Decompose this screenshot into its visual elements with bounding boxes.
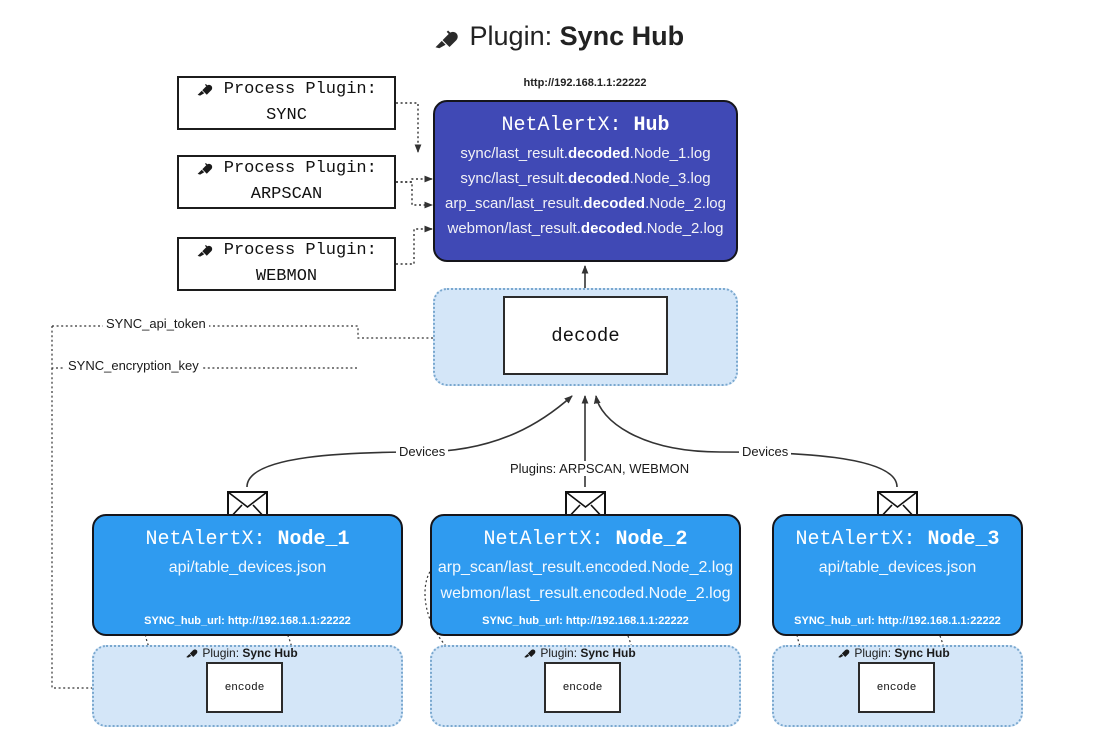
node-title: NetAlertX: Node_3 — [795, 525, 999, 555]
encode-plugin-prefix: Plugin: — [540, 646, 581, 660]
edge-webmon-to-hub — [396, 225, 433, 265]
plug-icon — [196, 160, 223, 178]
node-title-name: Node_2 — [615, 528, 688, 551]
logline-post: .Node_1.log — [629, 145, 711, 162]
hub-title-prefix: NetAlertX: — [501, 114, 634, 137]
node-title-prefix: NetAlertX: — [483, 528, 616, 551]
node-line: webmon/last_result.encoded.Node_2.log — [440, 585, 731, 602]
node-footer: SYNC_hub_url: http://192.168.1.1:22222 — [482, 615, 689, 627]
encode-plugin-label-node-1: Plugin: Sync Hub — [185, 646, 298, 660]
node-footer: SYNC_hub_url: http://192.168.1.1:22222 — [794, 615, 1001, 627]
encode-container-node-1 — [92, 645, 403, 727]
process-plugin-line1: Process Plugin: — [223, 159, 377, 178]
node-line: api/table_devices.json — [168, 559, 327, 576]
logline-mid: decoded — [580, 220, 643, 237]
plug-icon — [185, 646, 201, 660]
node-line: arp_scan/last_result.encoded.Node_2.log — [437, 559, 734, 576]
hub-title: NetAlertX: Hub — [435, 111, 736, 141]
decode-box[interactable]: decode — [503, 296, 668, 375]
logline-pre: webmon/last_result. — [447, 220, 581, 237]
logline-pre: sync/last_result. — [460, 170, 568, 187]
plug-icon — [837, 646, 853, 660]
logline-pre: arp_scan/last_result. — [445, 195, 584, 212]
logline-post: .Node_2.log — [642, 220, 724, 237]
hub-logline: sync/last_result.decoded.Node_1.log — [435, 141, 736, 166]
plug-icon — [433, 25, 466, 52]
encode-plugin-name: Sync Hub — [894, 646, 950, 660]
encode-box-node-1[interactable]: encode — [206, 662, 283, 713]
hub-logline: sync/last_result.decoded.Node_3.log — [435, 166, 736, 191]
logline-mid: decoded — [583, 195, 646, 212]
secret-label-encryption-key: SYNC_encryption_key — [65, 358, 202, 373]
node-box-node-3[interactable]: NetAlertX: Node_3 api/table_devices.json… — [772, 514, 1023, 636]
hub-title-name: Hub — [633, 114, 670, 137]
encode-box-node-2[interactable]: encode — [544, 662, 621, 713]
hub-logline: webmon/last_result.decoded.Node_2.log — [435, 216, 736, 241]
encode-label: encode — [224, 681, 265, 694]
process-plugin-line2: ARPSCAN — [250, 185, 323, 204]
encode-plugin-label-node-3: Plugin: Sync Hub — [837, 646, 950, 660]
logline-pre: sync/last_result. — [460, 145, 568, 162]
encode-plugin-prefix: Plugin: — [854, 646, 895, 660]
encode-plugin-prefix: Plugin: — [202, 646, 243, 660]
hub-url-label: http://192.168.1.1:22222 — [523, 77, 647, 89]
edge-label-devices-right: Devices — [739, 444, 792, 459]
edge-label-plugins-center: Plugins: ARPSCAN, WEBMON — [507, 461, 693, 476]
node-title-prefix: NetAlertX: — [145, 528, 278, 551]
process-plugin-box-sync[interactable]: Process Plugin: SYNC — [177, 76, 396, 130]
secret-label-api-token: SYNC_api_token — [103, 316, 209, 331]
process-plugin-line1: Process Plugin: — [223, 241, 377, 260]
node-title-name: Node_3 — [927, 528, 1000, 551]
encode-label: encode — [562, 681, 603, 694]
node-box-node-1[interactable]: NetAlertX: Node_1 api/table_devices.json… — [92, 514, 403, 636]
process-plugin-line1: Process Plugin: — [223, 80, 377, 99]
edge-arpscan-to-hub — [396, 175, 433, 183]
encode-label: encode — [876, 681, 917, 694]
logline-mid: decoded — [567, 170, 630, 187]
plug-icon — [523, 646, 539, 660]
encode-plugin-label-node-2: Plugin: Sync Hub — [523, 646, 636, 660]
node-title-prefix: NetAlertX: — [795, 528, 928, 551]
encode-plugin-name: Sync Hub — [580, 646, 636, 660]
page-title-prefix: Plugin: — [469, 21, 560, 51]
page-title-name: Sync Hub — [559, 21, 685, 51]
node-title-name: Node_1 — [277, 528, 350, 551]
process-plugin-line2: WEBMON — [255, 267, 318, 286]
hub-logline: arp_scan/last_result.decoded.Node_2.log — [435, 191, 736, 216]
process-plugin-box-arpscan[interactable]: Process Plugin: ARPSCAN — [177, 155, 396, 209]
plug-icon — [196, 81, 223, 99]
encode-plugin-name: Sync Hub — [242, 646, 298, 660]
plug-icon — [196, 242, 223, 260]
node-footer: SYNC_hub_url: http://192.168.1.1:22222 — [144, 615, 351, 627]
node-line: api/table_devices.json — [818, 559, 977, 576]
decode-label: decode — [551, 324, 620, 347]
page-title: Plugin: Sync Hub — [0, 18, 1117, 57]
node-title: NetAlertX: Node_1 — [145, 525, 349, 555]
process-plugin-box-webmon[interactable]: Process Plugin: WEBMON — [177, 237, 396, 291]
node-box-node-2[interactable]: NetAlertX: Node_2 arp_scan/last_result.e… — [430, 514, 741, 636]
logline-mid: decoded — [567, 145, 630, 162]
logline-post: .Node_3.log — [629, 170, 711, 187]
process-plugin-line2: SYNC — [266, 106, 307, 125]
edge-sync-to-hub — [396, 102, 422, 153]
hub-box[interactable]: NetAlertX: Hub sync/last_result.decoded.… — [433, 100, 738, 262]
edge-arpscan-to-hub-2 — [396, 181, 433, 209]
node-title: NetAlertX: Node_2 — [483, 525, 687, 555]
edge-label-devices-left: Devices — [396, 444, 449, 459]
encode-box-node-3[interactable]: encode — [858, 662, 935, 713]
logline-post: .Node_2.log — [645, 195, 726, 212]
